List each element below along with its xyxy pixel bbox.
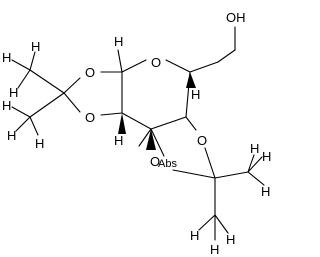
methyl-h-10: H [190, 228, 199, 243]
methyl-h-11: H [226, 232, 235, 247]
atom-dioxolane2-o-left: O [150, 154, 160, 169]
bond-lines [11, 26, 265, 241]
atom-stereo-h-mid: H [114, 133, 123, 148]
methyl-h-7: H [250, 141, 259, 156]
methyl-h-8: H [262, 149, 271, 164]
structure-diagram: OH O O O O O H H H Abs H H H H H H H H H… [2, 10, 271, 257]
wedge-bonds [118, 72, 196, 150]
atom-dioxolane2-o-right: O [197, 133, 207, 148]
methyl-h-5: H [7, 128, 16, 143]
methyl-h-6: H [35, 136, 44, 151]
atom-ring-oxygen: O [151, 55, 161, 70]
atom-hydroxyl: OH [226, 10, 246, 25]
atom-stereo-h-top: H [114, 34, 123, 49]
methyl-h-4: H [2, 98, 11, 113]
methyl-h-3: H [9, 85, 18, 100]
atom-dioxolane1-o-top: O [85, 65, 95, 80]
atom-labels: OH O O O O O H H H Abs H H H H H H H H H… [2, 10, 271, 257]
methyl-h-1: H [2, 50, 11, 65]
atom-dioxolane1-o-bottom: O [85, 110, 95, 125]
atom-stereo-h-right: H [191, 87, 200, 102]
methyl-h-9: H [261, 184, 270, 199]
methyl-h-12: H [210, 242, 219, 257]
atom-abs-label: Abs [158, 158, 177, 170]
methyl-h-2: H [31, 39, 40, 54]
